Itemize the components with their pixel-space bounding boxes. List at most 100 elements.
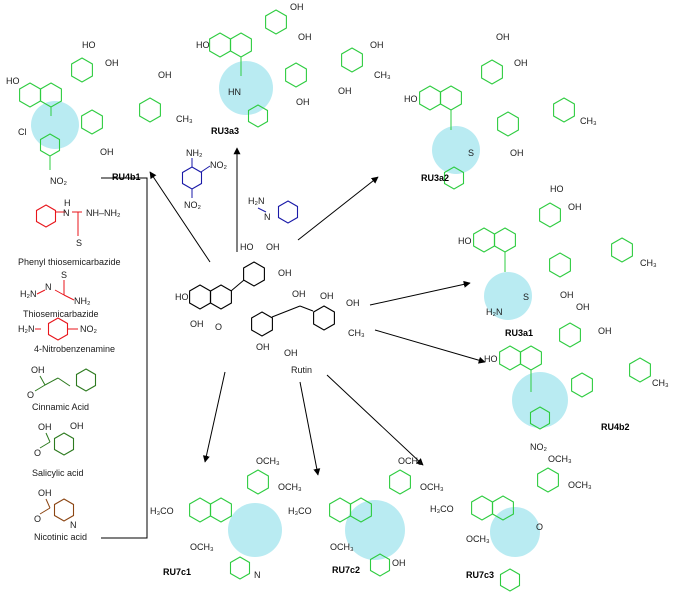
- ru3a1-structure: HO HO OH H₂N S CH₃ OH: [458, 184, 657, 320]
- ru7c2-structure: H₃CO OCH₃ OCH₃ OCH₃ OH: [288, 456, 444, 577]
- svg-text:OH: OH: [278, 268, 292, 278]
- svg-text:OH: OH: [514, 58, 528, 68]
- arrow-to-ru3a2: [297, 176, 379, 241]
- ru7c3-label: RU7c3: [466, 570, 494, 580]
- svg-text:OH: OH: [266, 242, 280, 252]
- svg-text:O: O: [34, 514, 41, 524]
- svg-text:NO₂: NO₂: [50, 176, 68, 186]
- svg-text:O: O: [536, 522, 543, 532]
- svg-text:HO: HO: [196, 40, 210, 50]
- svg-text:OH: OH: [100, 147, 114, 157]
- reagent-dinitrophenylhydrazine: NH₂ NO₂ NO₂: [181, 148, 228, 210]
- svg-text:OH: OH: [284, 348, 298, 358]
- arrow-to-ru3a1: [369, 280, 471, 306]
- ru3a3-label: RU3a3: [211, 126, 239, 136]
- reagent-label-thiosemicarbazide: Thiosemicarbazide: [23, 309, 99, 319]
- svg-text:HO: HO: [484, 354, 498, 364]
- reagent-label-salicylic-acid: Salicylic acid: [32, 468, 84, 478]
- svg-text:CH₃: CH₃: [348, 328, 365, 338]
- svg-text:OCH₃: OCH₃: [190, 542, 214, 552]
- ru3a2-label: RU3a2: [421, 173, 449, 183]
- svg-text:Cl: Cl: [18, 127, 27, 137]
- arrow-to-ru4b1: [149, 171, 211, 263]
- svg-text:HO: HO: [550, 184, 564, 194]
- svg-text:HO: HO: [240, 242, 254, 252]
- svg-text:OCH₃: OCH₃: [256, 456, 280, 466]
- arrow-to-ru4b2: [374, 329, 486, 364]
- svg-text:OH: OH: [31, 365, 45, 375]
- rutin-structure: HO OH O HO OH OH OH OH OH CH₃ OH OH: [175, 242, 365, 358]
- svg-text:NO₂: NO₂: [210, 160, 228, 170]
- svg-text:OCH₃: OCH₃: [330, 542, 354, 552]
- ru4b1-structure: HO HO OH Cl NO₂ OH CH₃ OH: [6, 40, 193, 186]
- svg-text:S: S: [468, 148, 474, 158]
- svg-text:OH: OH: [576, 302, 590, 312]
- reagent-label-nitrobenzenamine: 4-Nitrobenzenamine: [34, 344, 115, 354]
- svg-text:O: O: [27, 390, 34, 400]
- svg-text:OH: OH: [568, 202, 582, 212]
- svg-text:N: N: [254, 570, 261, 580]
- svg-text:H₂N: H₂N: [20, 289, 37, 299]
- svg-text:NO₂: NO₂: [184, 200, 202, 210]
- svg-text:CH₃: CH₃: [374, 70, 391, 80]
- ru7c1-label: RU7c1: [163, 567, 191, 577]
- svg-text:NO₂: NO₂: [80, 324, 98, 334]
- svg-text:N: N: [70, 520, 77, 530]
- svg-text:OCH₃: OCH₃: [420, 482, 444, 492]
- svg-text:OCH₃: OCH₃: [466, 534, 490, 544]
- svg-text:H₃CO: H₃CO: [430, 504, 454, 514]
- svg-text:HN: HN: [228, 87, 241, 97]
- ru4b2-structure: HO OH OH NO₂ CH₃: [484, 302, 669, 452]
- reagent-salicylic-acid-structure: OH O OH: [34, 421, 84, 458]
- svg-text:N: N: [45, 282, 52, 292]
- ru7c2-label: RU7c2: [332, 565, 360, 575]
- svg-text:S: S: [61, 270, 67, 280]
- svg-text:OH: OH: [296, 97, 310, 107]
- svg-text:HO: HO: [175, 292, 189, 302]
- svg-text:CH₃: CH₃: [580, 116, 597, 126]
- svg-text:OH: OH: [496, 32, 510, 42]
- svg-text:H₂N: H₂N: [248, 196, 265, 206]
- svg-text:N: N: [63, 208, 70, 218]
- svg-text:OH: OH: [256, 342, 270, 352]
- svg-text:S: S: [523, 292, 529, 302]
- reagent-phenylhydrazine: H₂N N: [248, 196, 299, 224]
- reagent-label-cinnamic-acid: Cinnamic Acid: [32, 402, 89, 412]
- svg-text:S: S: [76, 238, 82, 248]
- reaction-arrows: [149, 147, 486, 476]
- svg-text:H₃CO: H₃CO: [288, 506, 312, 516]
- svg-text:OH: OH: [346, 298, 360, 308]
- reagent-thiosemicarbazide-structure: H₂N N S NH₂: [20, 270, 91, 306]
- ru7c1-structure: H₃CO OCH₃ OCH₃ OCH₃ N: [150, 456, 302, 580]
- arrow-to-ru7c1: [202, 371, 226, 463]
- svg-text:OH: OH: [70, 421, 84, 431]
- svg-text:OH: OH: [190, 319, 204, 329]
- reagent-label-phenyl-thiosemicarbazide: Phenyl thiosemicarbazide: [18, 257, 121, 267]
- svg-text:CH₃: CH₃: [176, 114, 193, 124]
- svg-text:OH: OH: [105, 58, 119, 68]
- svg-text:NO₂: NO₂: [530, 442, 548, 452]
- reagent-nicotinic-acid-structure: OH O N: [34, 488, 77, 530]
- svg-text:HO: HO: [6, 76, 20, 86]
- svg-text:OH: OH: [320, 291, 334, 301]
- ru7c3-structure: H₃CO OCH₃ OCH₃ OCH₃ O: [430, 454, 592, 592]
- svg-text:OH: OH: [560, 290, 574, 300]
- svg-text:OH: OH: [38, 488, 52, 498]
- svg-text:OH: OH: [392, 558, 406, 568]
- svg-text:OCH₃: OCH₃: [398, 456, 422, 466]
- svg-text:OCH₃: OCH₃: [278, 482, 302, 492]
- svg-text:H₃CO: H₃CO: [150, 506, 174, 516]
- svg-text:OH: OH: [370, 40, 384, 50]
- svg-text:N: N: [264, 212, 271, 222]
- arrow-to-ru7c3: [326, 374, 424, 466]
- reagent-cinnamic-acid-structure: OH O: [27, 365, 97, 400]
- svg-text:HO: HO: [458, 236, 472, 246]
- svg-text:OH: OH: [510, 148, 524, 158]
- ru3a1-label: RU3a1: [505, 328, 533, 338]
- svg-text:H: H: [64, 198, 71, 208]
- svg-text:O: O: [34, 448, 41, 458]
- svg-text:OH: OH: [158, 70, 172, 80]
- svg-text:NH₂: NH₂: [74, 296, 91, 306]
- svg-text:O: O: [215, 322, 222, 332]
